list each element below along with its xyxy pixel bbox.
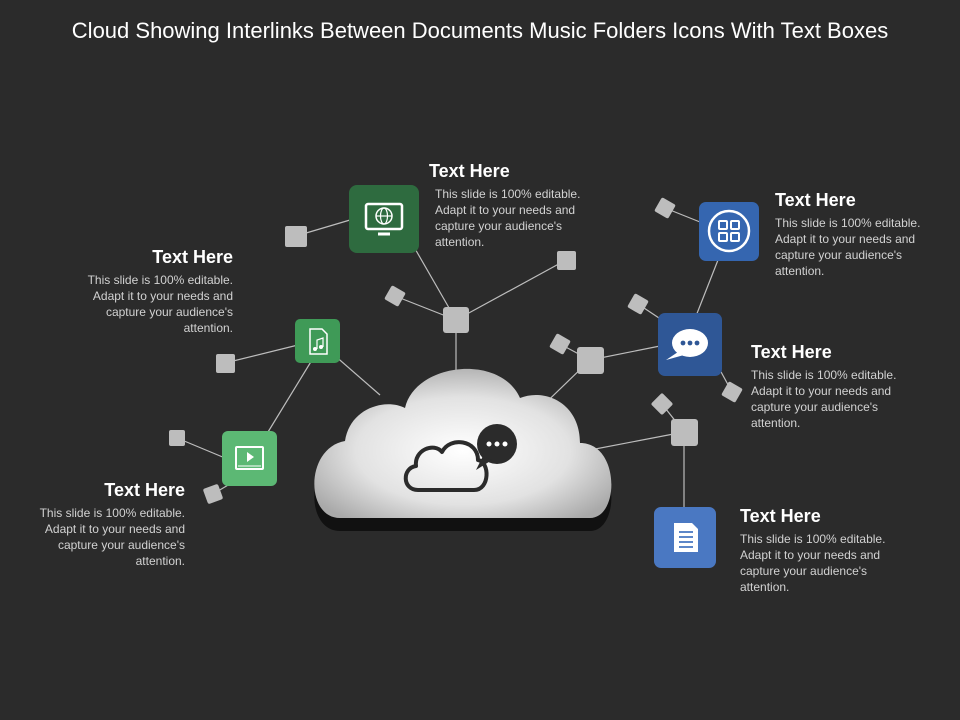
- node: [549, 333, 571, 355]
- block-heading: Text Here: [740, 506, 821, 526]
- text-block-upper-right: Text Here This slide is 100% editable. A…: [775, 190, 945, 279]
- node: [216, 354, 235, 373]
- block-body: This slide is 100% editable. Adapt it to…: [435, 187, 581, 249]
- central-cloud: [314, 368, 612, 531]
- node: [577, 347, 604, 374]
- node: [384, 285, 406, 307]
- text-block-top: Text Here This slide is 100% editable. A…: [429, 161, 609, 250]
- music-file-icon: [295, 319, 340, 363]
- video-player-icon: [222, 431, 277, 486]
- block-body: This slide is 100% editable. Adapt it to…: [775, 216, 921, 278]
- block-heading: Text Here: [751, 342, 832, 362]
- node: [627, 293, 649, 315]
- page-title: Cloud Showing Interlinks Between Documen…: [71, 18, 889, 43]
- block-body: This slide is 100% editable. Adapt it to…: [39, 506, 185, 568]
- node: [651, 393, 673, 415]
- text-block-lower-right: Text Here This slide is 100% editable. A…: [740, 506, 910, 595]
- text-block-upper-left: Text Here This slide is 100% editable. A…: [60, 247, 233, 336]
- node: [169, 430, 185, 446]
- connector-nodes: [169, 197, 743, 504]
- node: [285, 226, 307, 247]
- node: [671, 419, 698, 446]
- monitor-globe-icon: [349, 185, 419, 253]
- block-heading: Text Here: [104, 480, 185, 500]
- node: [203, 484, 223, 504]
- text-block-middle-right: Text Here This slide is 100% editable. A…: [751, 342, 921, 431]
- block-body: This slide is 100% editable. Adapt it to…: [740, 532, 886, 594]
- text-block-lower-left: Text Here This slide is 100% editable. A…: [12, 480, 185, 569]
- node: [654, 197, 676, 219]
- node: [557, 251, 576, 270]
- document-icon: [654, 507, 716, 568]
- block-body: This slide is 100% editable. Adapt it to…: [751, 368, 897, 430]
- block-heading: Text Here: [775, 190, 856, 210]
- block-body: This slide is 100% editable. Adapt it to…: [87, 273, 233, 335]
- cloud-chat-icon: [403, 424, 517, 492]
- block-heading: Text Here: [152, 247, 233, 267]
- grid-apps-icon: [699, 202, 759, 261]
- node: [721, 381, 743, 403]
- chat-bubble-icon: [658, 313, 722, 376]
- block-heading: Text Here: [429, 161, 510, 181]
- node: [443, 307, 469, 333]
